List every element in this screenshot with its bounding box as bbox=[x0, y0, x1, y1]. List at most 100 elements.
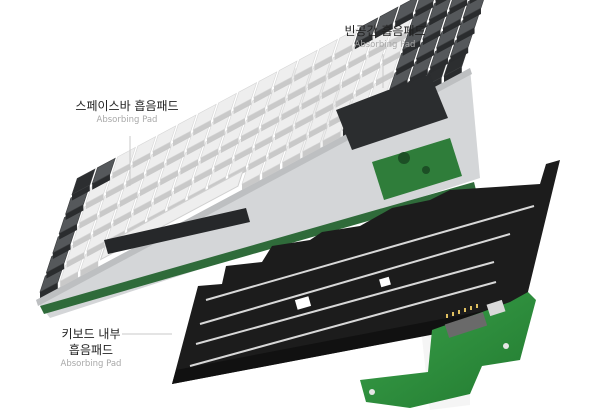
keycap-side bbox=[430, 57, 448, 74]
keycap-side bbox=[456, 27, 475, 43]
keycap-side bbox=[415, 1, 434, 17]
keycap-side bbox=[227, 118, 245, 134]
keycap-side bbox=[328, 64, 346, 80]
keycap-side bbox=[267, 96, 286, 112]
keycap-side bbox=[200, 148, 219, 164]
keycap bbox=[334, 27, 359, 55]
keycap-side bbox=[254, 135, 273, 151]
keycap-side bbox=[262, 163, 280, 180]
empty-space-pad-label: 빈공간 흡음패드 Absorbing Pad bbox=[330, 24, 440, 52]
keycap-side bbox=[214, 157, 233, 173]
keycap-side bbox=[449, 0, 468, 15]
keycap-side bbox=[85, 193, 104, 210]
spacebar-pad-title: 스페이스바 흡음패드 bbox=[75, 99, 179, 113]
keyboard-inner-pad-title-line1: 키보드 내부 bbox=[61, 327, 121, 341]
keycap-side bbox=[294, 66, 312, 82]
keycap-side bbox=[133, 200, 152, 216]
keycap-side bbox=[287, 85, 306, 102]
keycap-side bbox=[180, 159, 199, 175]
keycap-side bbox=[409, 20, 427, 37]
keycap bbox=[132, 135, 157, 163]
keycap bbox=[233, 81, 258, 109]
keycap-side bbox=[92, 174, 110, 190]
keycap-side bbox=[247, 107, 266, 123]
keycap-side bbox=[275, 124, 293, 141]
keycap-side bbox=[362, 61, 380, 78]
keycap-side bbox=[72, 184, 90, 201]
keycap-side bbox=[66, 252, 85, 268]
keycap-side bbox=[335, 92, 354, 108]
keyboard-inner-pad-title-line2: 흡음패드 bbox=[68, 343, 114, 357]
keycap-side bbox=[174, 178, 192, 195]
keycap-side bbox=[52, 243, 71, 259]
keycap-side bbox=[354, 33, 373, 50]
keycap-side bbox=[132, 152, 151, 169]
keycap bbox=[374, 6, 399, 34]
keycap-side bbox=[450, 46, 469, 63]
keycap bbox=[71, 168, 96, 196]
keycap-side bbox=[443, 18, 461, 35]
keycap-side bbox=[308, 74, 326, 91]
keycap-side bbox=[242, 174, 260, 190]
keycap-side bbox=[355, 81, 374, 97]
keycap-side bbox=[281, 105, 300, 121]
keycap-side bbox=[233, 98, 252, 115]
keycap bbox=[448, 0, 467, 10]
keycap-side bbox=[382, 51, 401, 67]
keycap-side bbox=[160, 169, 178, 186]
keycap bbox=[212, 92, 237, 120]
keycap-side bbox=[301, 94, 320, 110]
keycap-side bbox=[314, 55, 333, 71]
keycap-side bbox=[334, 44, 353, 61]
keycap-side bbox=[234, 146, 253, 162]
keycap-side bbox=[194, 167, 212, 184]
keycap-side bbox=[152, 141, 171, 158]
spacebar-pad-label: 스페이스바 흡음패드 Absorbing Pad bbox=[72, 99, 182, 127]
keycap-side bbox=[173, 130, 191, 147]
keycap-side bbox=[106, 182, 124, 199]
keycap bbox=[313, 38, 338, 66]
daughter-pcb-board bbox=[360, 292, 536, 408]
keycap bbox=[394, 0, 418, 23]
keycap-side bbox=[444, 66, 462, 82]
keycap bbox=[414, 0, 434, 12]
keycap bbox=[273, 60, 298, 88]
keycap bbox=[428, 0, 451, 21]
keycap-side bbox=[282, 152, 301, 169]
keycap-side bbox=[59, 223, 77, 240]
keycap bbox=[192, 103, 217, 131]
keyboard-pcb-strip bbox=[372, 138, 462, 200]
keycap-side bbox=[375, 22, 393, 39]
keycap-side bbox=[309, 122, 327, 139]
keycap-side bbox=[80, 260, 99, 277]
keycap-side bbox=[166, 150, 185, 166]
keycap-side bbox=[213, 109, 232, 125]
keycap-side bbox=[73, 232, 91, 249]
spacebar-pad-subtitle: Absorbing Pad bbox=[96, 115, 158, 125]
keycap-side bbox=[395, 12, 413, 28]
keycap-side bbox=[193, 120, 211, 136]
keycap-side bbox=[153, 189, 172, 205]
keycap-side bbox=[368, 42, 387, 58]
keycap bbox=[91, 157, 116, 185]
keycap-side bbox=[186, 139, 205, 156]
keycap-side bbox=[86, 241, 105, 257]
keycap-side bbox=[112, 163, 131, 179]
keycap-side bbox=[140, 180, 158, 197]
keycap-side bbox=[93, 221, 111, 238]
keyboard-inner-pad-label: 키보드 내부 흡음패드 Absorbing Pad bbox=[36, 326, 146, 371]
keycap-side bbox=[469, 0, 478, 4]
keycap-side bbox=[40, 282, 58, 298]
empty-space-absorbing-pad bbox=[336, 74, 448, 150]
keycap-side bbox=[429, 10, 447, 26]
keycap-side bbox=[274, 76, 292, 93]
keyboard-inner-pad-subtitle: Absorbing Pad bbox=[60, 359, 122, 369]
keycap-side bbox=[322, 131, 341, 147]
keycap-side bbox=[207, 128, 225, 145]
spacebar-absorbing-pad bbox=[104, 208, 250, 254]
empty-space-pad-subtitle: Absorbing Pad bbox=[354, 40, 416, 50]
keycap-side bbox=[146, 161, 165, 177]
keycap-side bbox=[348, 53, 367, 69]
keycap-side bbox=[463, 7, 481, 24]
